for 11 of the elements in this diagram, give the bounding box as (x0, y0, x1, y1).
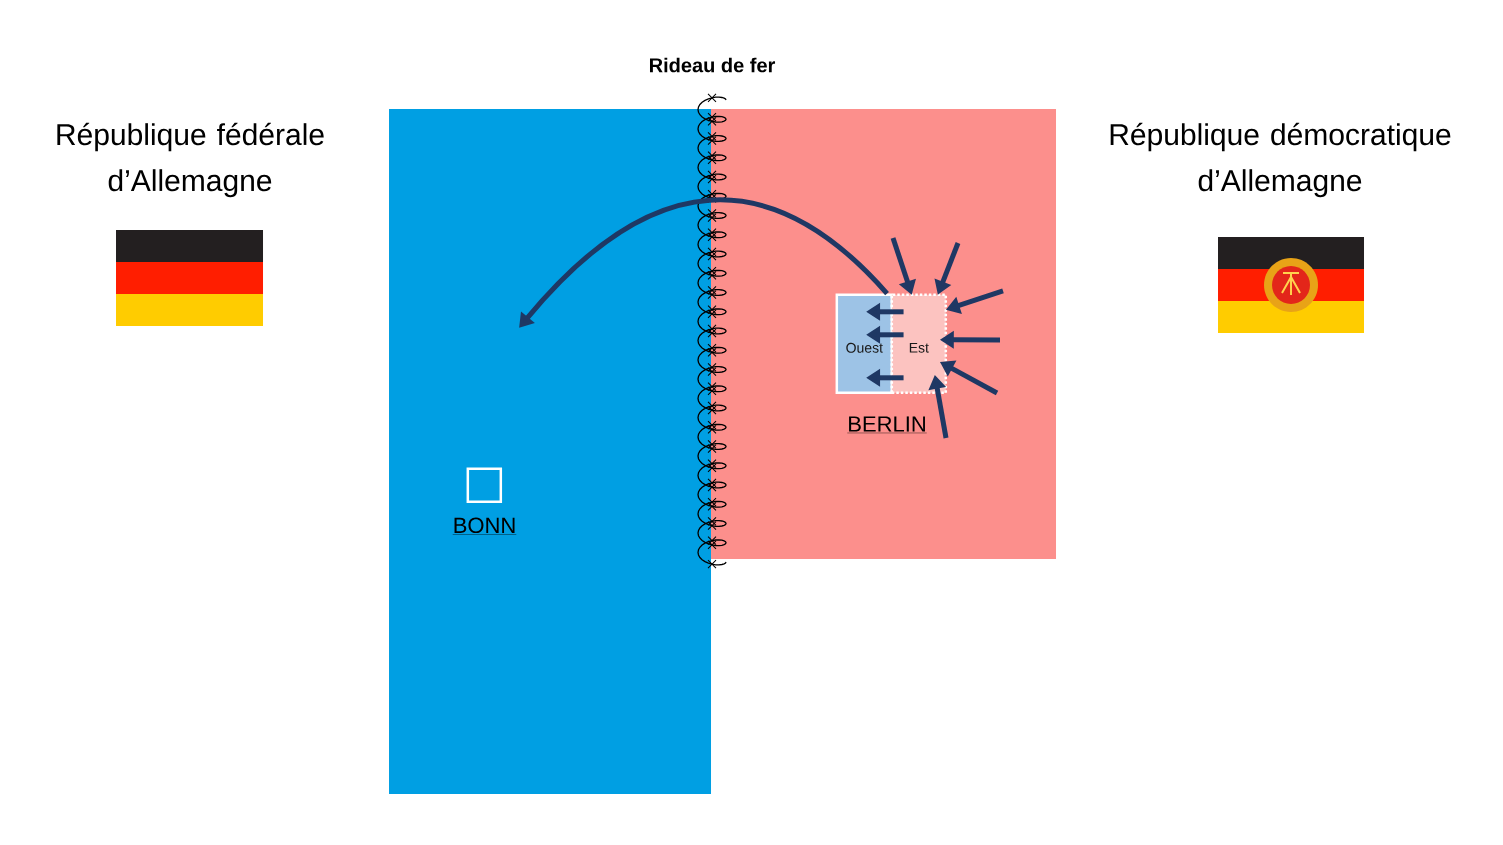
arrow (519, 197, 889, 328)
sector-box: Ouest (835, 293, 894, 395)
sector-box: Est (890, 293, 948, 395)
city-name: BERLIN (847, 416, 927, 434)
country-name: République démocratique d’Allemagne (1110, 122, 1451, 198)
country-name: République fédérale d’Allemagne (57, 122, 324, 198)
heading: Rideau de fer (650, 57, 776, 73)
region-block (711, 109, 1056, 559)
city-square (466, 467, 503, 504)
city-name: BONN (452, 517, 517, 535)
region-block (389, 109, 711, 794)
